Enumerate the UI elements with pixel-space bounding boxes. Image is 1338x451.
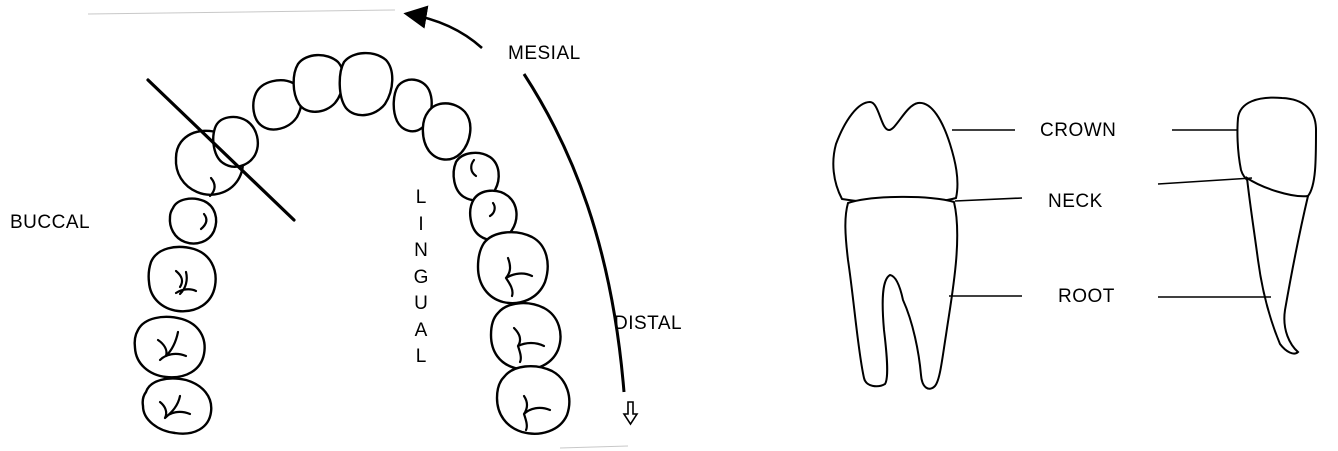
tooth-left-molar-2 <box>135 317 205 377</box>
molar-tooth-icon <box>833 102 957 203</box>
root-label: ROOT <box>1058 286 1115 308</box>
mesial-arrow-icon <box>408 14 482 48</box>
lingual-letter: I <box>409 212 433 239</box>
buccal-label: BUCCAL <box>10 212 90 234</box>
tooth-right-molar-2 <box>491 303 560 369</box>
lingual-letter: A <box>409 318 433 345</box>
neck-label: NECK <box>1048 191 1103 213</box>
lingual-label: L I N G U A L <box>409 185 433 371</box>
tooth-right-molar-3 <box>497 366 569 434</box>
tooth-right-canine <box>423 103 470 159</box>
tooth-left-canine <box>213 117 258 167</box>
molar-root <box>845 197 957 389</box>
lingual-letter: U <box>409 291 433 318</box>
dental-arch <box>135 53 570 434</box>
lingual-letter: L <box>409 344 433 371</box>
leader-lines <box>949 130 1271 297</box>
crown-label: CROWN <box>1040 120 1116 142</box>
lingual-letter: N <box>409 238 433 265</box>
lingual-letter: G <box>409 265 433 292</box>
distal-arrow-icon <box>624 402 637 424</box>
incisor-root <box>1247 178 1308 354</box>
lingual-letter: L <box>409 185 433 212</box>
tooth-left-premolar-2 <box>170 199 216 244</box>
mesial-label: MESIAL <box>508 43 581 65</box>
tooth-left-central-incisor <box>294 55 344 112</box>
distal-label: DISTAL <box>614 313 682 335</box>
tooth-right-central-incisor <box>340 53 393 115</box>
